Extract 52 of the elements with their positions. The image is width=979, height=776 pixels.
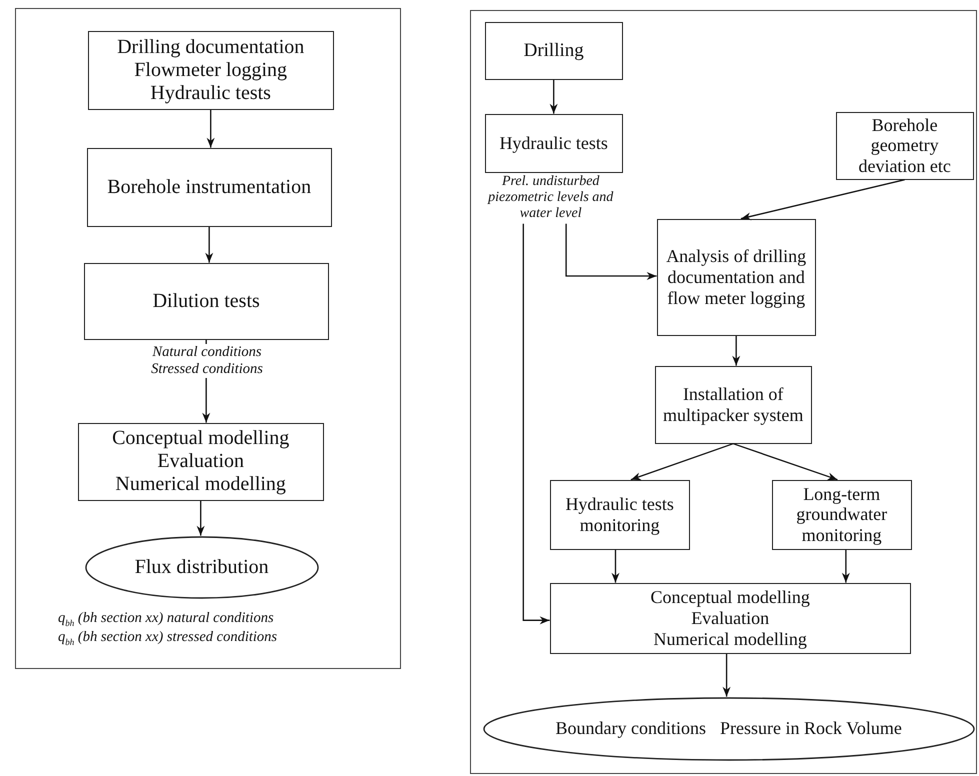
node-text: Dilution tests [152,290,260,313]
node-text: Flux distribution [134,556,269,579]
process-box [550,480,690,550]
arrow [612,550,620,583]
arrow [842,550,850,583]
arrow [740,179,905,220]
result-ellipse [482,696,975,761]
node-text: Borehole geometry deviation etc [857,114,952,177]
arrow [732,443,838,480]
node-text: Hydraulic tests monitoring [564,494,675,536]
node-text: Drilling [524,40,584,62]
arrow [630,443,734,480]
process-box [656,218,816,336]
process-box [550,582,911,654]
arrow [205,226,214,263]
node-text: Hydraulic tests [150,82,271,105]
process-box [772,480,912,550]
node-text: Boundary conditions [556,718,706,740]
panel-frame [470,10,977,774]
node-text: Long-term groundwater monitoring [795,484,888,546]
arrow [722,654,731,697]
node-text: Conceptual modelling [112,427,290,450]
node-text: Pressure in Rock Volume [720,718,902,740]
node-text: Evaluation [691,608,770,629]
process-box [654,366,812,444]
process-box [484,22,623,80]
note-text: q$_{bh}$ (bh section xx) natural conditions [58,610,274,628]
arrow [522,224,550,624]
result-ellipse [84,536,319,599]
node-text: Borehole instrumentation [107,176,312,199]
arrow [206,110,215,148]
node-text: Numerical modelling [653,628,807,650]
node-text: Drilling documentation [117,36,304,59]
node-note: Prel. undisturbed piezometric levels and water level [486,174,614,222]
node-text: Installation of multipacker system [662,384,804,426]
node-text: Analysis of drilling documentation and flow meter logging [665,246,808,308]
process-box [836,112,974,180]
arrow [550,80,558,114]
arrow [732,336,740,366]
process-box [84,262,329,340]
process-box [86,148,332,227]
node-text: Numerical modelling [115,473,286,496]
arrow [565,224,657,280]
process-box [78,422,324,501]
node-text: Conceptual modelling [650,587,810,608]
node-text: Evaluation [157,450,244,474]
arrow [196,500,205,536]
node-text: Flowmeter logging [134,58,288,82]
note-text: q$_{bh}$ (bh section xx) stressed conditions [58,629,278,647]
process-box [88,30,334,110]
node-text: Hydraulic tests [499,132,608,154]
panel-frame [15,8,401,669]
